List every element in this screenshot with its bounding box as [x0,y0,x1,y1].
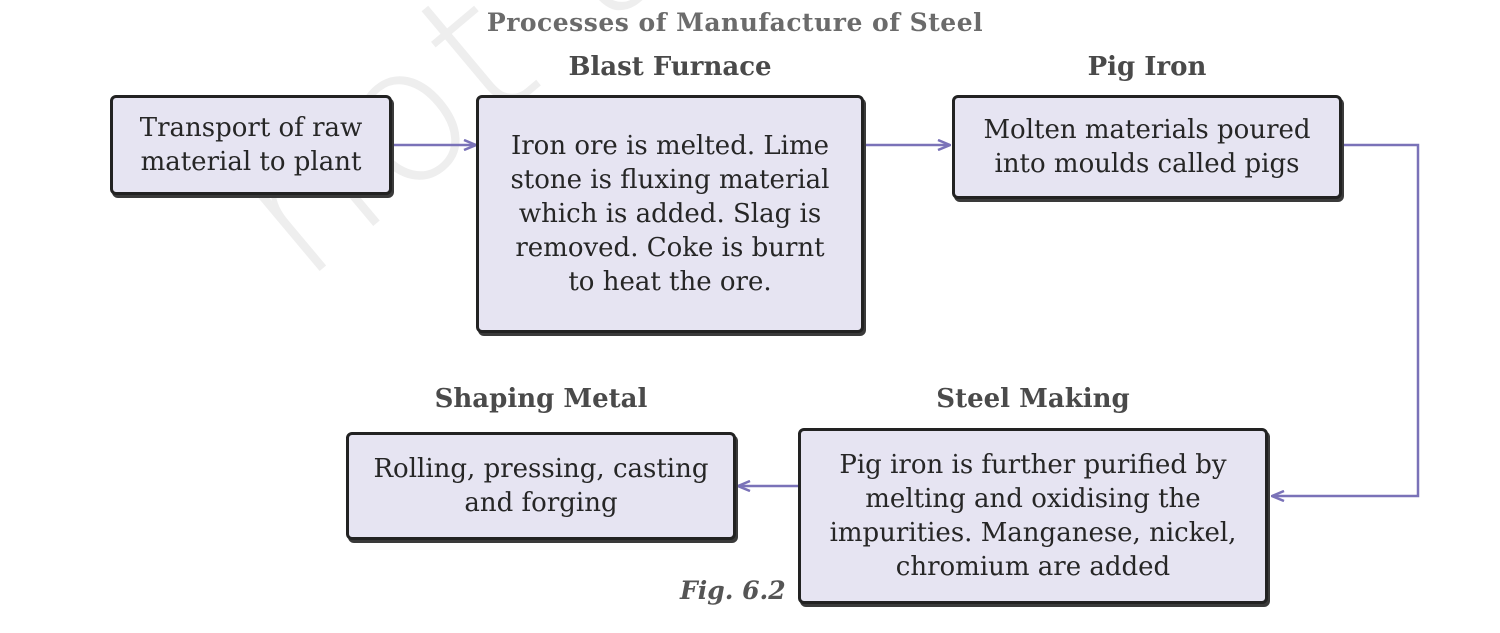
steel-making-box: Pig iron is further purified by melting … [798,428,1268,604]
steel-making-label: Steel Making [936,384,1130,414]
figure-caption: Fig. 6.2 [680,576,786,605]
transport-text: Transport of raw material to plant [139,113,363,177]
arrow-pig-iron-to-steel-making [1272,143,1420,496]
shaping-metal-label: Shaping Metal [434,384,648,414]
blast-furnace-label: Blast Furnace [568,52,772,82]
shaping-metal-box: Rolling, pressing, casting and forging [346,432,736,540]
pig-iron-text: Molten materials poured into moulds call… [983,115,1311,179]
pig-iron-box: Molten materials poured into moulds call… [952,95,1342,199]
blast-furnace-box: Iron ore is melted. Lime stone is fluxin… [476,95,864,333]
diagram-title: Processes of Manufacture of Steel [486,8,984,37]
blast-furnace-text: Iron ore is melted. Lime stone is fluxin… [510,131,830,297]
steel-making-text: Pig iron is further purified by melting … [829,450,1237,582]
pig-iron-label: Pig Iron [1087,52,1207,82]
transport-box: Transport of raw material to plant [110,95,392,195]
shaping-metal-text: Rolling, pressing, casting and forging [373,454,709,518]
